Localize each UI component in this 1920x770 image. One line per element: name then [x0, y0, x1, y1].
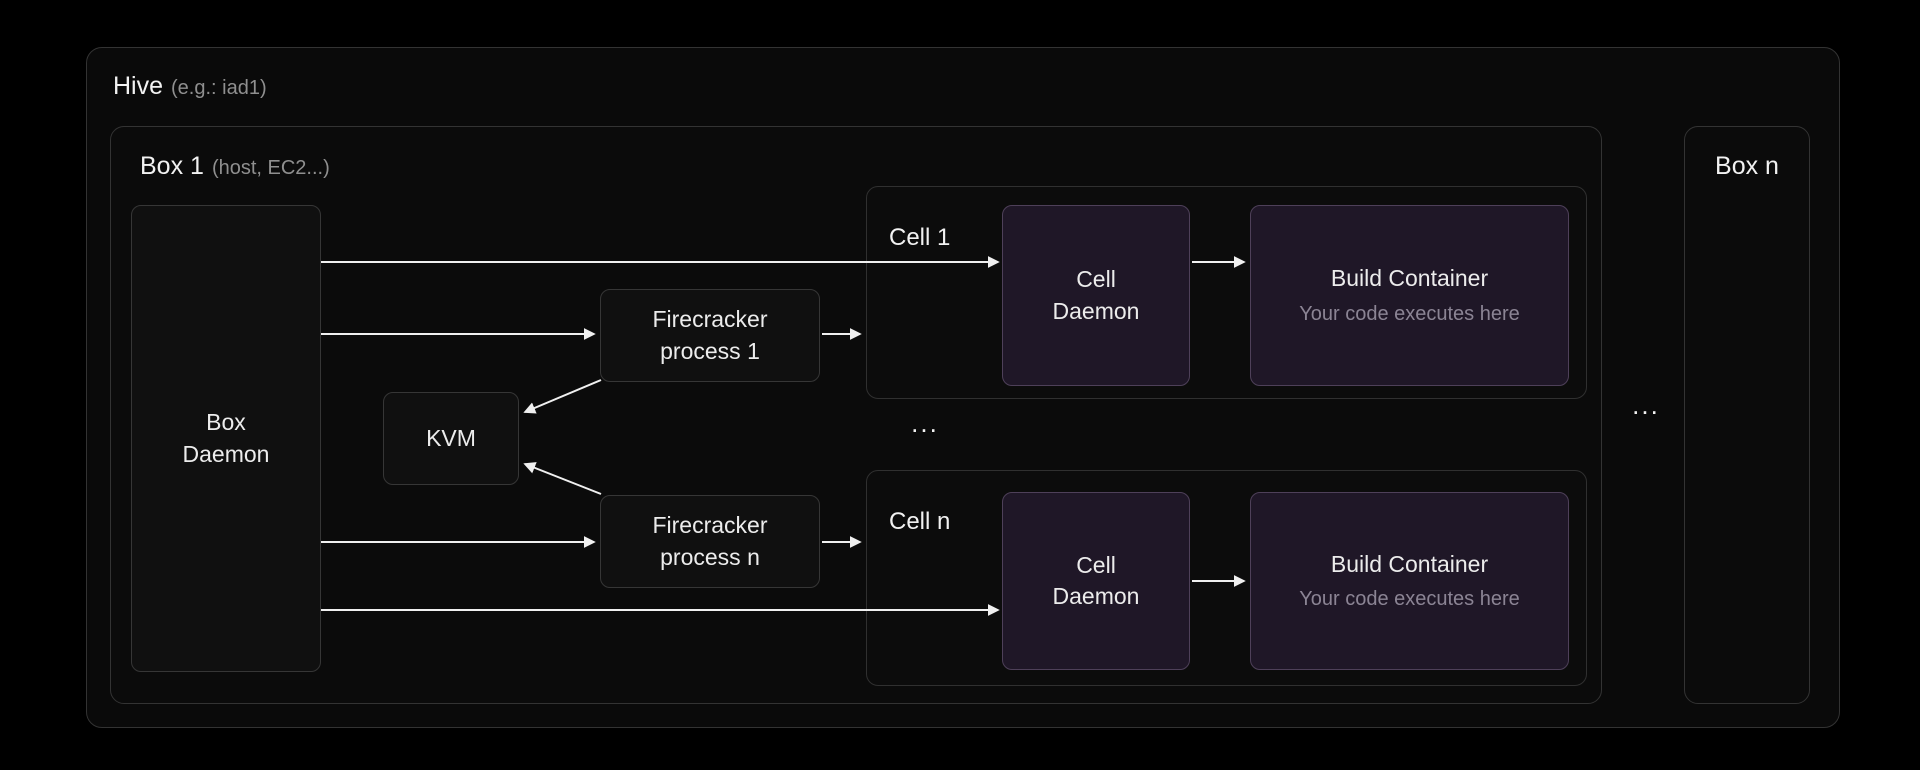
cell-n-daemon-label: Cell Daemon: [1052, 551, 1140, 609]
firecracker-process-1-node: Firecracker process 1: [600, 289, 820, 382]
kvm-node: KVM: [383, 392, 519, 485]
firecracker-process-n-node: Firecracker process n: [600, 495, 820, 588]
cell-1-daemon-node: Cell Daemon: [1002, 205, 1190, 386]
cell-n-title: Cell n: [889, 508, 951, 535]
hive-title-row: Hive (e.g.: iad1): [113, 72, 267, 101]
cell-n-build-container-node: Build Container Your code executes here: [1250, 492, 1569, 670]
firecracker-process-n-label: Firecracker process n: [652, 512, 768, 570]
hive-subtitle: (e.g.: iad1): [171, 77, 267, 99]
cell-n-build-container-subtitle: Your code executes here: [1299, 588, 1520, 611]
cell-1-daemon-label: Cell Daemon: [1052, 266, 1140, 324]
boxes-ellipsis: ...: [1632, 390, 1660, 420]
cell-1-build-container-subtitle: Your code executes here: [1299, 302, 1520, 325]
cell-n-build-container-title: Build Container: [1330, 550, 1489, 577]
box-1-title: Box 1: [140, 152, 204, 180]
box-daemon-node: Box Daemon: [131, 205, 321, 672]
kvm-label: KVM: [426, 424, 476, 451]
cell-n-daemon-node: Cell Daemon: [1002, 492, 1190, 670]
box-n-title: Box n: [1715, 152, 1779, 180]
box-daemon-label: Box Daemon: [182, 409, 270, 467]
cell-1-title: Cell 1: [889, 224, 951, 251]
cell-1-build-container-node: Build Container Your code executes here: [1250, 205, 1569, 386]
firecracker-process-1-label: Firecracker process 1: [652, 306, 768, 364]
cell-1-build-container-title: Build Container: [1330, 265, 1489, 292]
cells-ellipsis: ...: [911, 408, 939, 438]
box-n-container: [1684, 126, 1810, 704]
box-1-subtitle: (host, EC2...): [211, 157, 330, 179]
box-1-title-row: Box 1 (host, EC2...): [140, 152, 330, 181]
hive-title: Hive: [113, 72, 164, 100]
